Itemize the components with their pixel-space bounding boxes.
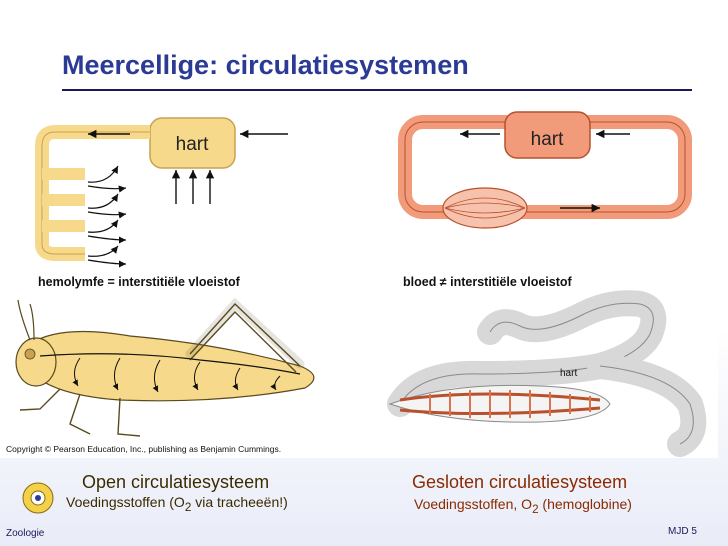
open-heart-label: hart <box>176 134 209 155</box>
slide-title: Meercellige: circulatiesystemen <box>62 50 469 80</box>
open-heart-shape <box>149 117 236 169</box>
open-vessel-main <box>35 125 150 261</box>
footer-course: Zoologie <box>6 528 45 539</box>
open-system-schematic: hart <box>35 117 288 268</box>
capillary-bed <box>442 187 528 229</box>
earthworm-illustration: hart <box>387 290 707 457</box>
circulation-diagram-svg: hart <box>6 111 707 457</box>
grasshopper-illustration <box>15 297 315 437</box>
open-caption: hemolymfe = interstitiële vloeistof <box>38 275 241 289</box>
footer-page: MJD 5 <box>668 526 697 537</box>
open-vessel-outline <box>41 131 150 255</box>
circulation-figure: hart <box>0 104 718 458</box>
title-divider <box>62 89 692 91</box>
university-logo-icon <box>22 482 54 514</box>
copyright-notice: Copyright © Pearson Education, Inc., pub… <box>6 444 281 454</box>
worm-heart-label: hart <box>560 368 577 379</box>
open-system-heading: Open circulatiesysteem <box>82 472 270 492</box>
closed-heart-shape <box>504 111 591 159</box>
closed-caption: bloed ≠ interstitiële vloeistof <box>403 275 573 289</box>
closed-system-heading: Gesloten circulatiesysteem <box>412 472 628 492</box>
open-system-subtitle: Voedingsstoffen (O2 via tracheeën!) <box>66 494 288 514</box>
closed-system-subtitle: Voedingsstoffen, O2 (hemoglobine) <box>414 496 632 516</box>
closed-system-schematic: hart <box>398 111 692 229</box>
closed-heart-label: hart <box>531 129 564 150</box>
